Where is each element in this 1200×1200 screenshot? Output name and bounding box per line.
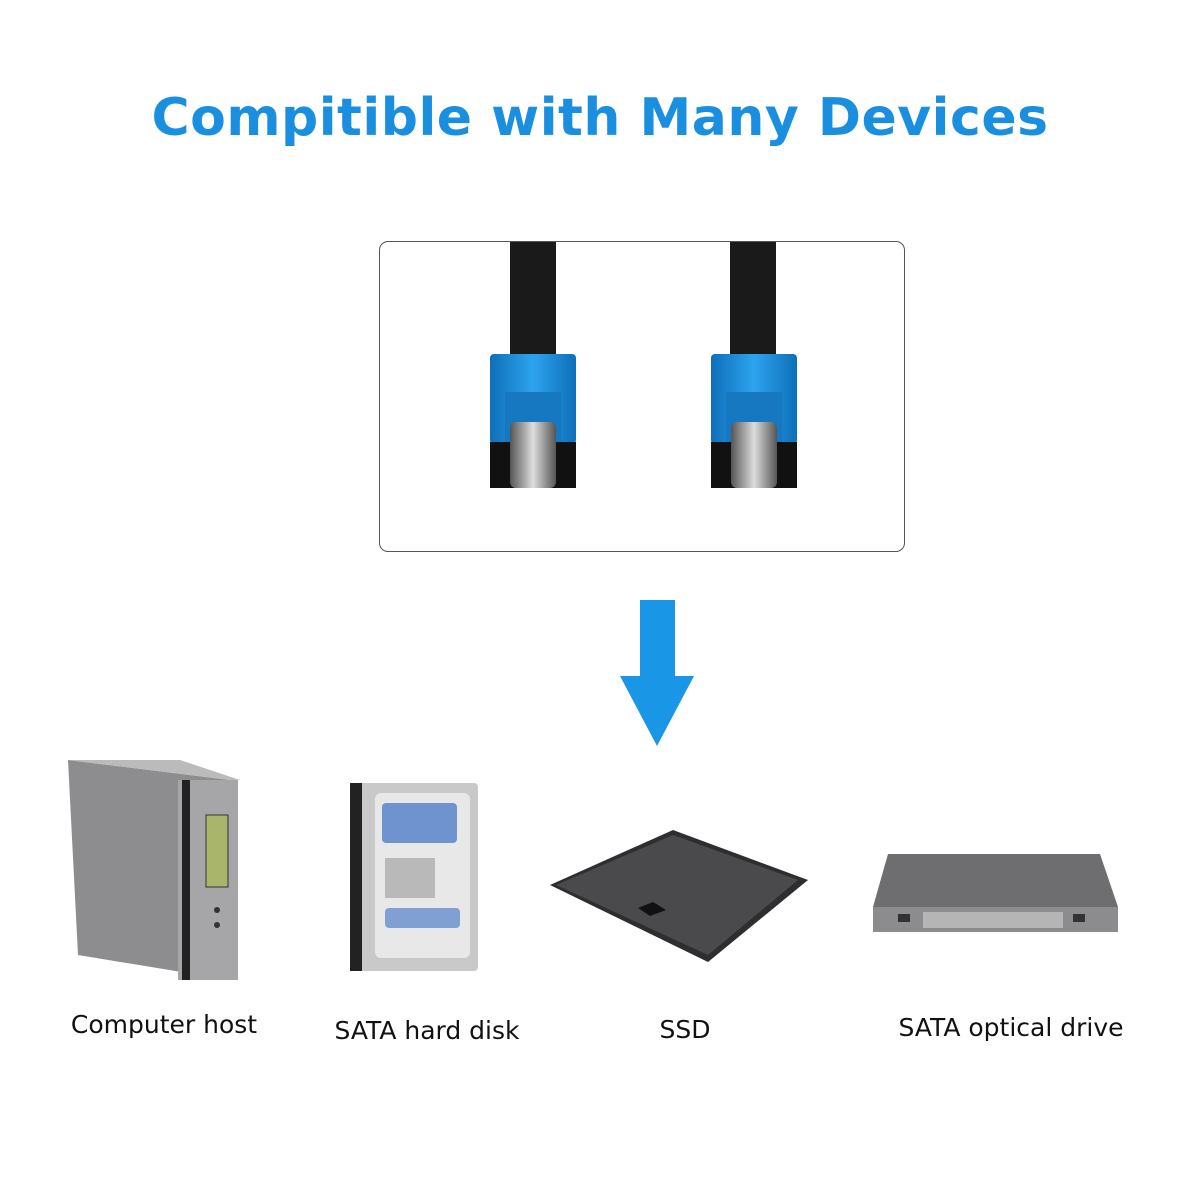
device-label-sata-hard-disk: SATA hard disk: [334, 1016, 520, 1045]
page-title: Compitible with Many Devices: [151, 88, 1049, 148]
down-arrow-icon: [620, 600, 694, 746]
ssd-icon: [550, 830, 808, 962]
cable-image-frame: [379, 241, 905, 552]
hard-disk-icon: [350, 783, 478, 971]
optical-drive-icon: [873, 854, 1118, 932]
sata-cable-icon: [490, 242, 797, 488]
device-label-sata-optical-drive: SATA optical drive: [898, 1013, 1124, 1042]
connector-left: [490, 242, 576, 488]
device-label-computer-host: Computer host: [70, 1010, 258, 1039]
computer-host-icon: [68, 760, 240, 980]
device-label-ssd: SSD: [659, 1015, 711, 1044]
connector-right: [711, 242, 797, 488]
